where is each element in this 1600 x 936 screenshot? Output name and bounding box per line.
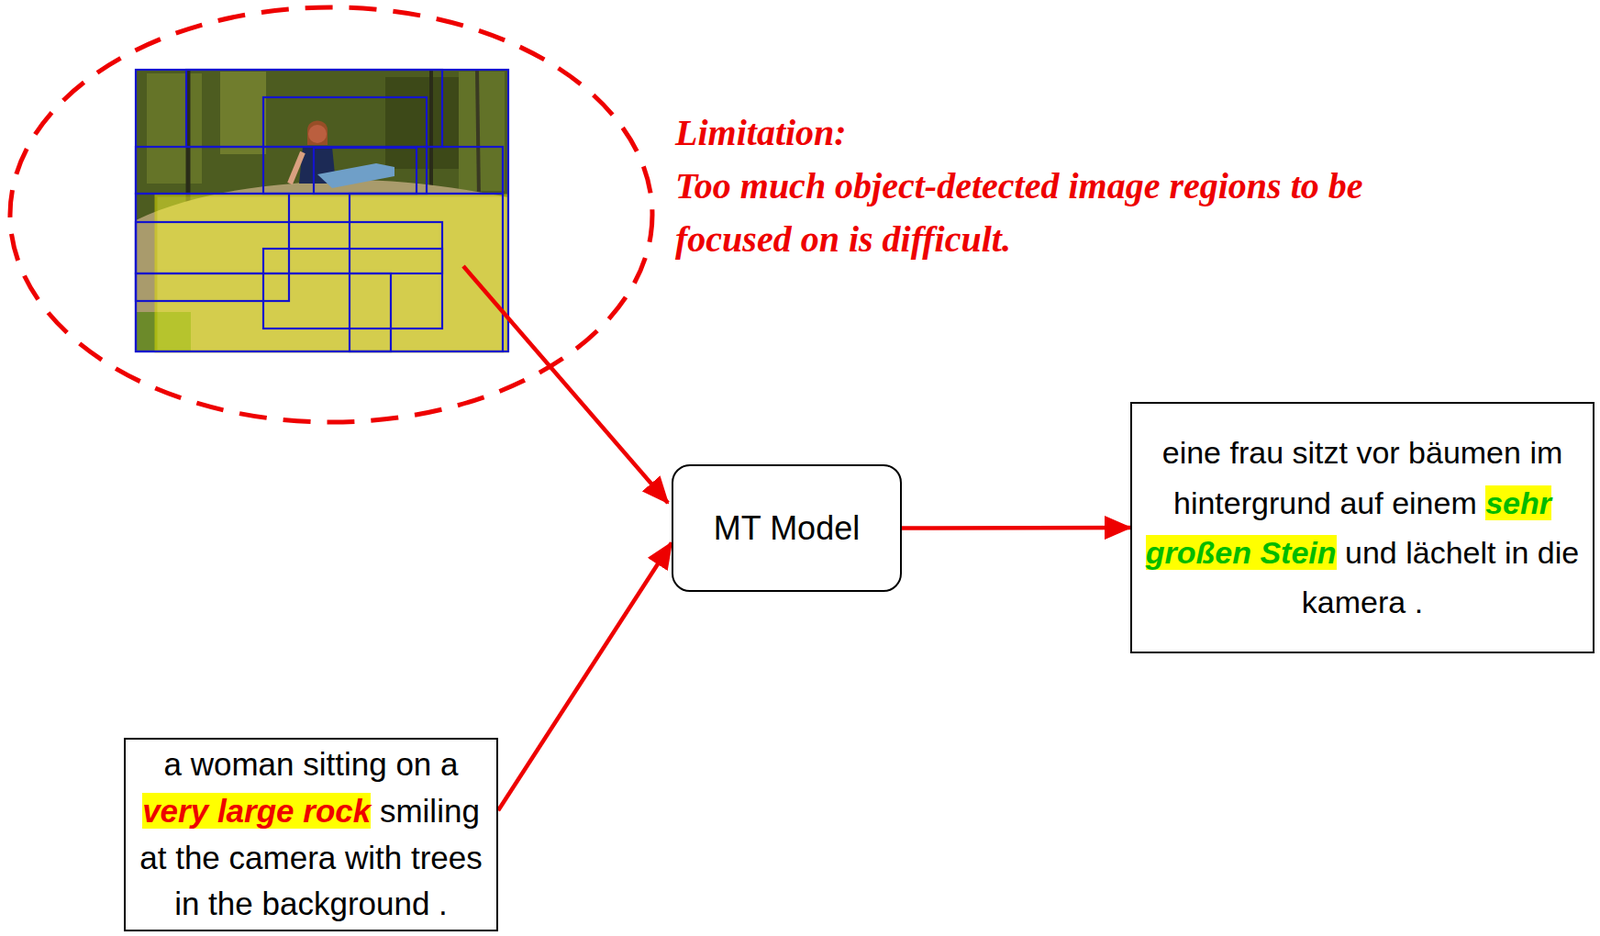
woman-arm xyxy=(289,152,303,184)
image-arrow xyxy=(463,266,668,503)
detection-box xyxy=(135,273,391,352)
tree-trunk xyxy=(429,69,434,193)
tree-trunk xyxy=(477,69,479,198)
text-block: eine frau sitzt vor bäumen im hintergrun… xyxy=(1137,427,1588,628)
tree-foliage xyxy=(146,73,202,184)
tree-foliage xyxy=(385,77,459,169)
text-block: a woman sitting on a very large rock smi… xyxy=(131,741,491,928)
forest-background xyxy=(135,69,509,352)
woman-hair xyxy=(307,121,328,146)
detection-box xyxy=(135,69,509,352)
detection-box xyxy=(186,69,443,147)
highlighted-phrase: very large rock xyxy=(142,792,371,829)
note-text: Too much object-detected image regions t… xyxy=(675,159,1410,267)
sentence-part: a woman sitting on a xyxy=(163,745,458,782)
input-text-box: a woman sitting on a very large rock smi… xyxy=(123,737,499,932)
limitation-note: Limitation:Too much object-detected imag… xyxy=(675,106,1410,267)
node-label: MT Model xyxy=(713,509,860,548)
detection-box xyxy=(263,97,427,194)
dashed-ellipse xyxy=(10,7,653,423)
woman-legs xyxy=(317,163,395,189)
flow-arrow xyxy=(901,525,1131,531)
detection-box xyxy=(263,248,443,329)
flow-arrow xyxy=(498,543,672,812)
note-heading: Limitation: xyxy=(675,106,1410,160)
model-box: MT Model xyxy=(671,464,902,592)
photo-illustration xyxy=(135,69,509,352)
tree-foliage xyxy=(220,71,267,155)
rock xyxy=(135,179,509,352)
sentence-part: und lächelt in die kamera . xyxy=(1301,534,1579,620)
tree-foliage xyxy=(458,71,505,191)
detection-box xyxy=(135,146,503,194)
output-text-box: eine frau sitzt vor bäumen im hintergrun… xyxy=(1130,401,1595,654)
detection-box xyxy=(313,147,417,194)
detection-box xyxy=(135,193,289,301)
